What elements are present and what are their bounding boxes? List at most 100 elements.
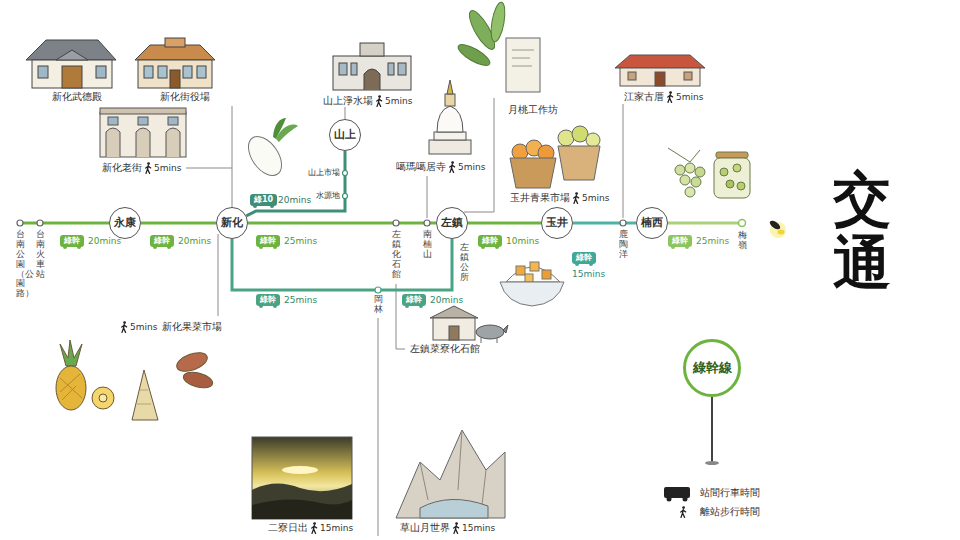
- stop-dot: [393, 220, 399, 226]
- building-drawing: [333, 43, 411, 90]
- produce-drawing: [56, 366, 86, 410]
- building-drawing: [135, 38, 215, 88]
- bus-route-badge: 綠幹: [478, 235, 502, 247]
- stop-name: 台南公園（公園路）: [16, 230, 25, 299]
- street-drawing: [106, 128, 120, 157]
- fruit-drawing: [680, 175, 690, 185]
- ride-time: 20mins: [430, 295, 463, 306]
- route-name: 綠幹線: [693, 360, 732, 376]
- fruit-drawing: [510, 158, 556, 188]
- street-drawing: [138, 117, 148, 125]
- leader-line: [218, 234, 219, 316]
- building-drawing: [388, 63, 394, 75]
- bus-route-badge: 綠幹: [256, 294, 280, 306]
- fruit-drawing: [558, 146, 600, 180]
- building-drawing: [26, 40, 116, 88]
- place-label: 玉井青果市場: [510, 192, 570, 204]
- museum-drawing: [449, 326, 459, 340]
- fruit-drawing: [558, 130, 574, 146]
- leader-line: [464, 98, 494, 212]
- stupa-drawing: [429, 80, 471, 154]
- walk-time: 15mins: [462, 523, 495, 534]
- route-line: [666, 222, 739, 225]
- walk-time: 5mins: [458, 162, 485, 173]
- building-drawing: [183, 66, 192, 78]
- building-drawing: [364, 69, 380, 90]
- ride-time: 15mins: [572, 269, 605, 280]
- museum-drawing: [433, 318, 475, 340]
- route-segment: [248, 222, 436, 225]
- stop-name: 山上市場: [308, 168, 340, 178]
- fruit-drawing: [586, 133, 600, 147]
- building-drawing: [62, 66, 82, 88]
- building-drawing: [26, 40, 116, 60]
- building-drawing: [339, 63, 347, 75]
- sign-pole: [705, 461, 719, 465]
- station-circle: 玉井: [541, 207, 573, 239]
- stop-name: 台南火車站: [36, 230, 45, 279]
- leaf-drawing: [512, 50, 534, 66]
- walk-icon: [122, 91, 673, 533]
- place-label: 月桃工作坊: [508, 104, 558, 116]
- fruit-drawing: [726, 180, 734, 188]
- bus-route-badge: 綠幹: [402, 294, 426, 306]
- sunrise-drawing: [252, 499, 352, 519]
- produce-drawing: [174, 349, 210, 375]
- produce-drawing: [56, 340, 214, 420]
- station-name: 左鎮: [441, 216, 463, 229]
- museum-drawing: [476, 325, 504, 339]
- sunrise-drawing: [252, 437, 352, 519]
- walk-time: 5mins: [154, 163, 181, 174]
- stop-name: 左鎮公所: [460, 243, 469, 283]
- leader-line: [345, 107, 346, 119]
- place-label: 二寮日出: [268, 522, 308, 534]
- stupa-drawing: [445, 94, 455, 106]
- radish-drawing: [242, 118, 298, 181]
- bus-route-badge: 綠幹: [60, 235, 84, 247]
- museum-drawing: [481, 338, 497, 343]
- street-drawing: [100, 108, 186, 114]
- stop-dot: [343, 194, 348, 199]
- place-label: 江家古厝: [624, 91, 664, 103]
- bus-route-badge: 綠幹: [150, 235, 174, 247]
- building-drawing: [38, 66, 48, 78]
- building-drawing: [360, 43, 384, 56]
- produce-drawing: [60, 340, 82, 366]
- sign-pole: [705, 397, 719, 465]
- station-circle: 山上: [329, 119, 361, 151]
- walk-icon: [454, 522, 459, 533]
- map-title: 交通: [833, 168, 891, 296]
- station-name: 楠西: [641, 216, 663, 229]
- walk-time: 5mins: [130, 322, 157, 333]
- fruit-drawing: [737, 182, 745, 190]
- building-drawing: [615, 55, 705, 86]
- stop-name: 鹿陶洋: [619, 230, 628, 260]
- dessert-drawing: [530, 262, 539, 271]
- building-drawing: [96, 66, 106, 78]
- building-drawing: [684, 72, 692, 80]
- stupa-drawing: [429, 140, 471, 154]
- produce-drawing: [182, 369, 215, 390]
- stop-dot: [375, 287, 381, 293]
- sunrise-drawing: [252, 437, 352, 519]
- legend-sample: [664, 487, 690, 498]
- fruit-drawing: [720, 168, 728, 176]
- street-drawing: [100, 108, 186, 157]
- legend-sample: [683, 497, 688, 502]
- place-label: 草山月世界: [400, 522, 450, 534]
- walk-time: 15mins: [320, 523, 353, 534]
- legend-sample: [681, 506, 686, 517]
- street-drawing: [168, 117, 178, 125]
- walk-time: 5mins: [676, 92, 703, 103]
- building-drawing: [197, 66, 206, 78]
- museum-drawing: [503, 325, 508, 333]
- museum-drawing: [430, 306, 478, 318]
- route-line: [20, 222, 111, 225]
- station-circle: 新化: [216, 207, 248, 239]
- place-label: 左鎮菜寮化石館: [410, 343, 480, 355]
- station-circle: 左鎮: [436, 207, 468, 239]
- walk-icon: [574, 192, 579, 203]
- walk-time: 5mins: [385, 96, 412, 107]
